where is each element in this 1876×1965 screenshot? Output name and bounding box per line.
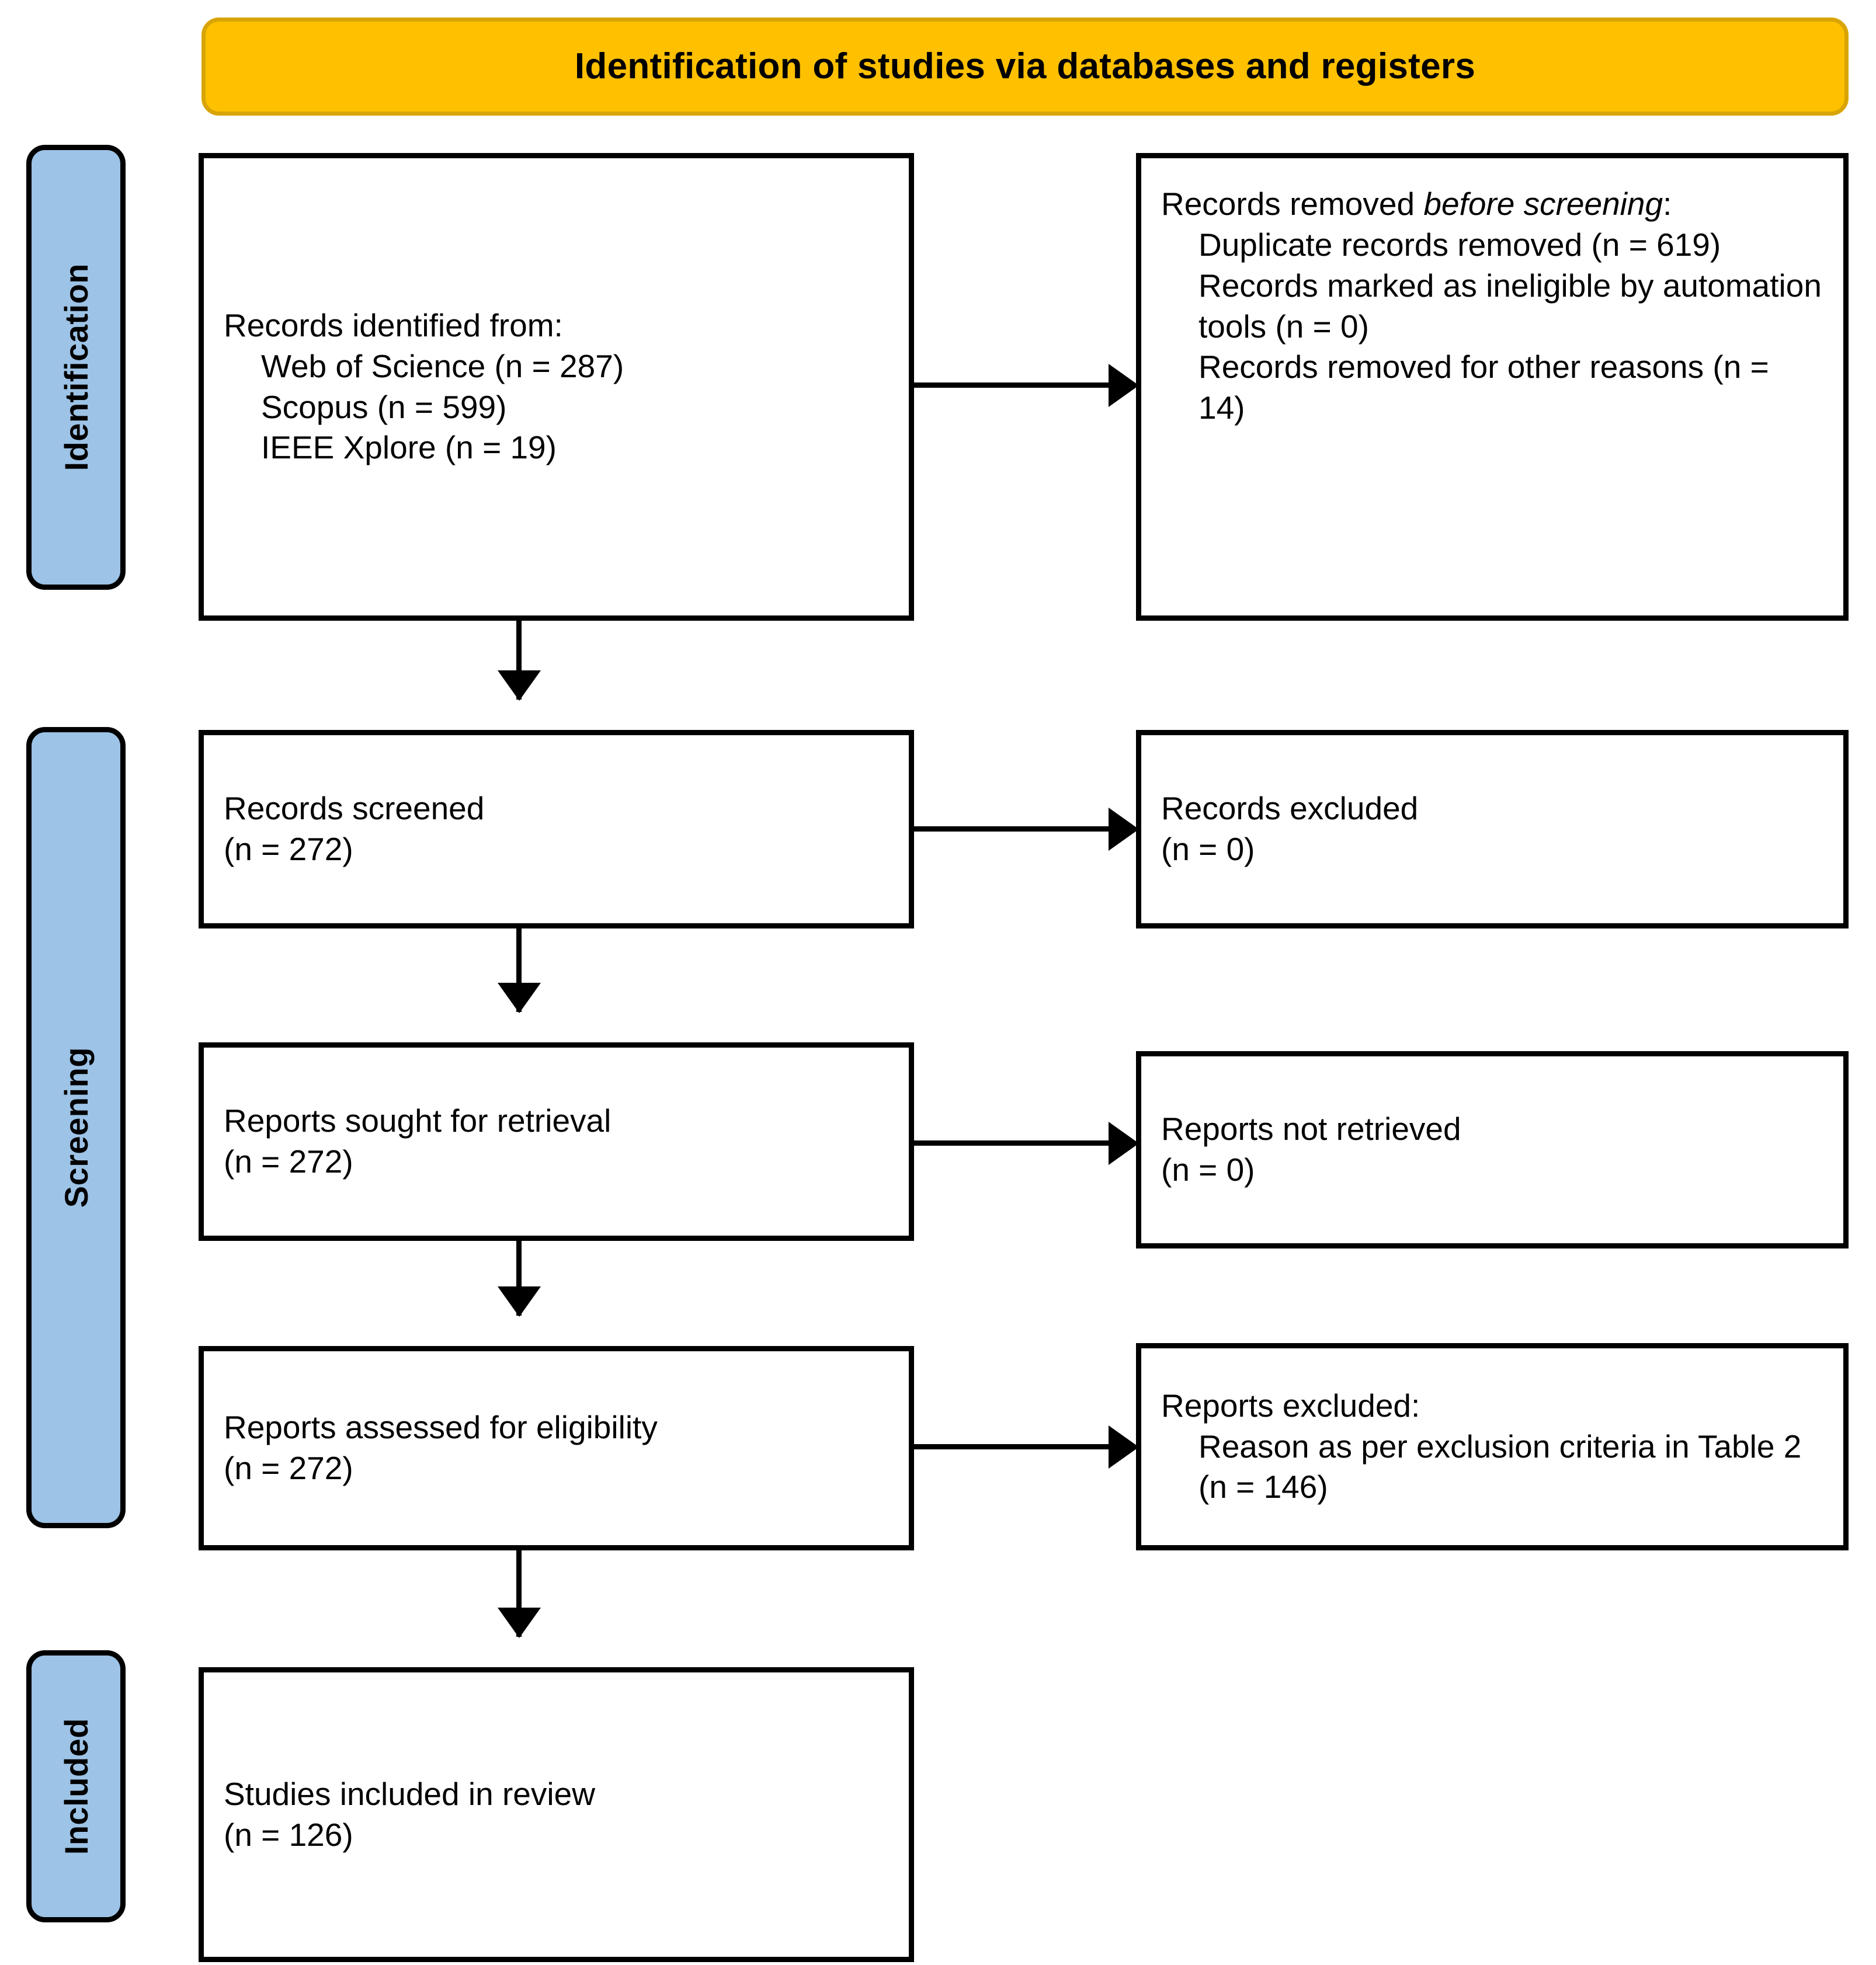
box-records-screened: Records screened (n = 272) — [199, 730, 914, 928]
box-records-identified-item-1: Scopus (n = 599) — [261, 388, 507, 425]
box-records-screened-label: Records screened — [224, 790, 485, 827]
box-records-removed-heading-suffix: : — [1663, 186, 1672, 222]
box-reports-sought: Reports sought for retrieval (n = 272) — [199, 1042, 914, 1241]
box-records-removed-item-2: Records removed for other reasons (n = 1… — [1198, 349, 1778, 426]
box-reports-excluded-heading: Reports excluded: — [1161, 1387, 1420, 1424]
diagram-title: Identification of studies via databases … — [574, 46, 1476, 86]
box-records-identified: Records identified from: Web of Science … — [199, 153, 914, 621]
arrow-right-icon-sought-to-not-retrieved — [914, 1140, 1110, 1146]
box-reports-assessed-eligibility-label: Reports assessed for eligibility — [224, 1409, 658, 1446]
box-reports-sought-count: (n = 272) — [224, 1143, 353, 1180]
box-records-screened-count: (n = 272) — [224, 831, 353, 867]
arrow-down-icon-eligibility-to-included — [516, 1550, 522, 1637]
box-reports-not-retrieved-count: (n = 0) — [1161, 1152, 1255, 1188]
arrow-down-icon-identified-to-screened — [516, 621, 522, 700]
box-reports-assessed-eligibility: Reports assessed for eligibility (n = 27… — [199, 1346, 914, 1550]
box-reports-assessed-eligibility-count: (n = 272) — [224, 1450, 353, 1486]
box-reports-not-retrieved: Reports not retrieved (n = 0) — [1136, 1051, 1849, 1248]
stage-label-screening-text: Screening — [57, 1047, 95, 1208]
arrow-down-icon-screened-to-sought — [516, 928, 522, 1012]
box-records-removed-heading-italic: before screening — [1423, 186, 1663, 222]
box-records-excluded-count: (n = 0) — [1161, 831, 1255, 867]
stage-label-included: Included — [26, 1650, 126, 1922]
arrow-down-icon-sought-to-eligibility — [516, 1241, 522, 1316]
box-records-excluded: Records excluded (n = 0) — [1136, 730, 1849, 928]
box-studies-included: Studies included in review (n = 126) — [199, 1667, 914, 1962]
box-records-excluded-label: Records excluded — [1161, 790, 1419, 827]
box-studies-included-count: (n = 126) — [224, 1816, 353, 1853]
box-reports-sought-label: Reports sought for retrieval — [224, 1103, 612, 1139]
box-records-removed-item-1: Records marked as ineligible by automati… — [1198, 267, 1831, 345]
box-records-identified-item-2: IEEE Xplore (n = 19) — [261, 429, 557, 466]
diagram-header-banner: Identification of studies via databases … — [202, 18, 1849, 116]
box-records-identified-item-0: Web of Science (n = 287) — [261, 347, 624, 384]
stage-label-identification: Identification — [26, 145, 126, 590]
box-reports-excluded: Reports excluded: Reason as per exclusio… — [1136, 1343, 1849, 1550]
box-records-removed-heading-plain: Records removed — [1161, 186, 1424, 222]
stage-label-included-text: Included — [57, 1717, 95, 1855]
arrow-right-icon-screened-to-excluded — [914, 826, 1110, 832]
box-records-identified-heading: Records identified from: — [224, 307, 563, 343]
stage-label-screening: Screening — [26, 727, 126, 1528]
box-records-removed-item-0: Duplicate records removed (n = 619) — [1198, 226, 1721, 263]
box-records-removed-heading: Records removed before screening: — [1161, 184, 1823, 225]
box-reports-not-retrieved-label: Reports not retrieved — [1161, 1111, 1461, 1147]
box-reports-excluded-item-0: Reason as per exclusion criteria in Tabl… — [1198, 1428, 1811, 1505]
arrow-right-icon-identified-to-removed — [914, 382, 1110, 388]
box-records-removed: Records removed before screening: Duplic… — [1136, 153, 1849, 621]
arrow-right-icon-eligibility-to-reports-excluded — [914, 1444, 1110, 1449]
box-studies-included-label: Studies included in review — [224, 1775, 595, 1812]
stage-label-identification-text: Identification — [57, 263, 95, 471]
